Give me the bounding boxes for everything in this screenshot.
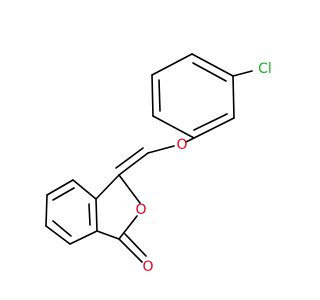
lactone-ring <box>95 174 141 240</box>
bond-ether-o-to-ch <box>147 145 175 154</box>
double-bond-inner <box>158 79 161 112</box>
bond <box>46 179 74 196</box>
bond-ring-to-ether-o <box>185 137 195 143</box>
bond <box>193 117 235 139</box>
double-bond-inner <box>193 113 228 131</box>
ether-oxygen-atom-label: O <box>176 137 187 153</box>
bond <box>151 74 154 117</box>
chlorophenyl-ring <box>151 53 235 139</box>
chlorine-atom-label: Cl <box>258 61 272 77</box>
bond <box>151 53 193 76</box>
bond <box>191 53 234 77</box>
benzene-ring-lower <box>45 179 98 245</box>
double-bond-exocyclic <box>118 152 149 176</box>
bond <box>95 198 98 232</box>
bond <box>72 179 97 200</box>
bond <box>152 115 195 139</box>
double-bond-inner <box>88 203 91 226</box>
double-bond-inner <box>192 62 227 82</box>
double-bond-exocyclic <box>115 147 144 169</box>
bond <box>69 230 98 245</box>
double-bond-inner <box>52 220 72 237</box>
bond <box>96 230 120 240</box>
double-bond-carbonyl <box>118 238 143 263</box>
molecule-structure: Cl O O O <box>45 53 272 275</box>
bond <box>95 174 120 200</box>
carbonyl-oxygen-atom-label: O <box>142 259 153 275</box>
bond <box>45 194 48 227</box>
double-bond-inner <box>52 187 75 201</box>
bond-ring-to-cl <box>232 70 253 77</box>
ring-oxygen-atom-label: O <box>135 202 146 218</box>
bond <box>118 174 141 204</box>
double-bond-carbonyl <box>124 233 147 257</box>
bond <box>45 225 71 245</box>
bond <box>118 215 138 240</box>
bond <box>232 75 235 119</box>
